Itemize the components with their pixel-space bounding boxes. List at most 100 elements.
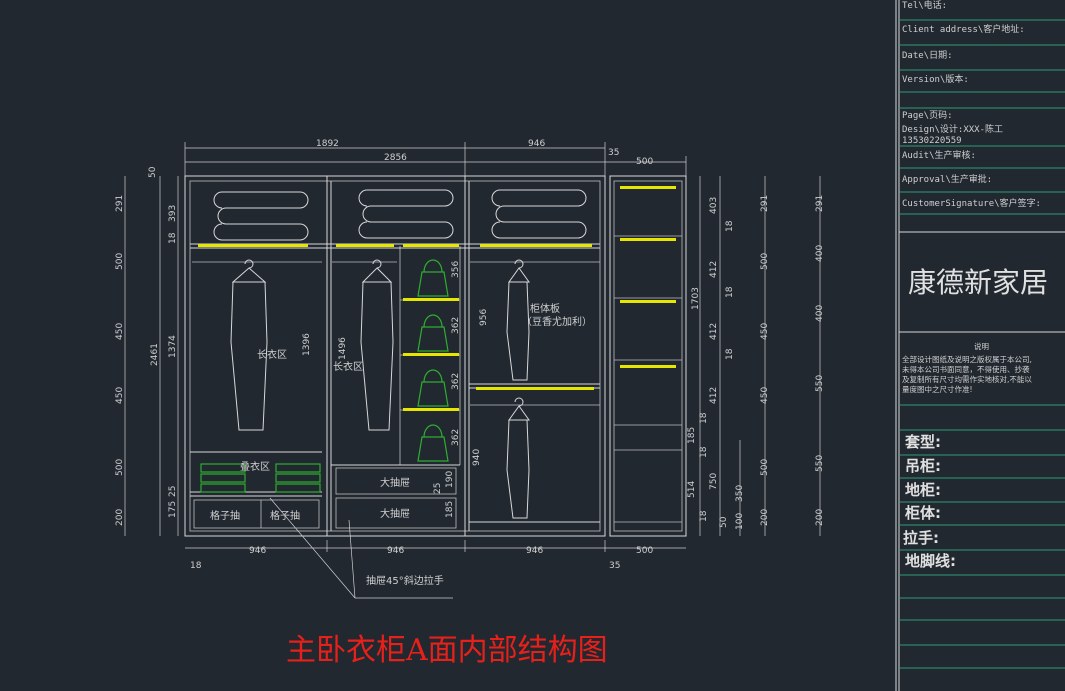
svg-text:362: 362 bbox=[451, 373, 461, 390]
tb-signature: CustomerSignature\客户签字: bbox=[902, 197, 1041, 209]
svg-text:25: 25 bbox=[433, 483, 443, 494]
tb-brand: 康德新家居 bbox=[908, 266, 1048, 299]
svg-text:25: 25 bbox=[168, 486, 178, 497]
svg-text:940: 940 bbox=[472, 449, 482, 466]
svg-text:956: 956 bbox=[479, 309, 489, 326]
tb-approval: Approval\生产审批: bbox=[902, 173, 992, 185]
folded-blankets bbox=[213, 189, 587, 241]
left-inner-dims: 393 18 1374 25 175 2461 bbox=[150, 205, 178, 518]
svg-text:500: 500 bbox=[115, 459, 125, 476]
svg-text:350: 350 bbox=[735, 485, 745, 502]
hanging-coats bbox=[230, 259, 530, 519]
svg-text:412: 412 bbox=[709, 323, 719, 340]
right-outer-dims-a: 291 500 450 450 500 200 bbox=[760, 195, 770, 526]
tb-date: Date\日期: bbox=[902, 50, 953, 61]
title-block bbox=[895, 0, 1065, 691]
tb-phone: 13530220559 bbox=[902, 136, 962, 146]
tb-field-wall-cabinet: 吊柜: bbox=[905, 457, 941, 475]
svg-text:412: 412 bbox=[709, 261, 719, 278]
svg-text:18: 18 bbox=[725, 220, 735, 232]
left-outer-dims: 50 291 500 450 450 500 200 bbox=[115, 166, 158, 526]
svg-text:1374: 1374 bbox=[168, 335, 178, 358]
svg-text:291: 291 bbox=[760, 195, 770, 212]
tb-design: Design\设计:XXX-陈工 bbox=[902, 123, 1003, 135]
svg-text:1496: 1496 bbox=[338, 337, 348, 360]
dim-500-top: 500 bbox=[636, 157, 653, 167]
svg-text:200: 200 bbox=[115, 509, 125, 526]
svg-text:2461: 2461 bbox=[150, 343, 160, 366]
svg-text:362: 362 bbox=[451, 317, 461, 334]
right-dims: 403 18 412 18 412 18 412 18 185 18 514 7… bbox=[687, 197, 745, 530]
svg-text:200: 200 bbox=[760, 509, 770, 526]
svg-text:18: 18 bbox=[699, 510, 709, 522]
svg-text:18: 18 bbox=[699, 412, 709, 424]
label-big-drawer-2: 大抽屉 bbox=[380, 507, 410, 520]
svg-text:400: 400 bbox=[815, 245, 825, 262]
svg-text:18: 18 bbox=[725, 348, 735, 360]
svg-text:400: 400 bbox=[815, 305, 825, 322]
dimension-lines bbox=[124, 142, 821, 599]
svg-text:750: 750 bbox=[709, 473, 719, 490]
tb-field-skirting: 地脚线: bbox=[905, 552, 956, 570]
tb-version: Version\版本: bbox=[902, 73, 969, 85]
svg-text:200: 200 bbox=[815, 509, 825, 526]
svg-text:100: 100 bbox=[735, 513, 745, 530]
tb-audit: Audit\生产审核: bbox=[902, 149, 976, 161]
tb-field-type: 套型: bbox=[904, 433, 941, 451]
svg-text:1703: 1703 bbox=[691, 287, 701, 310]
svg-text:18: 18 bbox=[725, 286, 735, 298]
svg-text:550: 550 bbox=[815, 375, 825, 392]
label-long-coat-1: 长衣区 bbox=[257, 348, 287, 361]
tb-note-line-3: 及复制所有尺寸均需作实地核对,不能以 bbox=[902, 374, 1032, 384]
svg-text:450: 450 bbox=[760, 323, 770, 340]
inner-dims: 1396 1496 956 940 356 362 362 362 190 18… bbox=[302, 261, 489, 518]
drawing-title: 主卧衣柜A面内部结构图 bbox=[286, 633, 608, 668]
svg-text:393: 393 bbox=[168, 205, 178, 222]
svg-text:362: 362 bbox=[451, 429, 461, 446]
svg-text:450: 450 bbox=[115, 323, 125, 340]
label-grid-drawer-2: 格子抽 bbox=[270, 509, 300, 522]
tb-page: Page\页码: bbox=[902, 110, 953, 121]
svg-text:450: 450 bbox=[760, 387, 770, 404]
wardrobe-outline bbox=[184, 175, 606, 537]
svg-text:550: 550 bbox=[815, 455, 825, 472]
tb-note-line-4: 量度图中之尺寸作准! bbox=[902, 384, 973, 394]
svg-text:450: 450 bbox=[115, 387, 125, 404]
svg-text:185: 185 bbox=[445, 501, 455, 518]
label-big-drawer-1: 大抽屉 bbox=[380, 476, 410, 489]
side-cabinet-outline bbox=[609, 175, 687, 537]
svg-text:50: 50 bbox=[148, 166, 158, 178]
dim-946-b3: 946 bbox=[526, 546, 543, 556]
label-fold-area: 叠衣区 bbox=[240, 460, 270, 473]
svg-text:190: 190 bbox=[445, 471, 455, 488]
dim-946-b1: 946 bbox=[249, 546, 266, 556]
dim-2856: 2856 bbox=[384, 153, 407, 163]
dim-1892: 1892 bbox=[316, 139, 339, 149]
dim-946-b2: 946 bbox=[387, 546, 404, 556]
tb-note-line-1: 全部设计图纸及说明之版权属于本公司, bbox=[902, 354, 1032, 364]
svg-text:291: 291 bbox=[815, 195, 825, 212]
svg-text:18: 18 bbox=[168, 232, 178, 244]
tb-field-handle: 拉手: bbox=[903, 529, 939, 547]
tb-tel: Tel\电话: bbox=[902, 0, 947, 11]
svg-text:50: 50 bbox=[719, 516, 729, 528]
dim-35-top: 35 bbox=[608, 148, 619, 158]
svg-text:412: 412 bbox=[709, 387, 719, 404]
svg-text:1396: 1396 bbox=[302, 333, 312, 356]
label-board-note-2: （豆香尤加利） bbox=[522, 315, 592, 328]
svg-text:514: 514 bbox=[687, 481, 697, 498]
svg-text:291: 291 bbox=[115, 195, 125, 212]
label-long-coat-2: 长衣区 bbox=[333, 360, 363, 373]
svg-text:175: 175 bbox=[168, 501, 178, 518]
svg-text:500: 500 bbox=[760, 459, 770, 476]
right-outer-dims-b: 291 400 400 550 550 200 bbox=[815, 195, 825, 526]
svg-text:403: 403 bbox=[709, 197, 719, 214]
svg-text:500: 500 bbox=[760, 253, 770, 270]
tb-field-base-cabinet: 地柜: bbox=[905, 481, 941, 499]
handbags bbox=[200, 259, 449, 493]
svg-text:500: 500 bbox=[115, 253, 125, 270]
tb-note-title: 说明 bbox=[974, 341, 989, 351]
label-board-note-1: 柜体板 bbox=[530, 302, 560, 315]
label-grid-drawer-1: 格子抽 bbox=[210, 509, 240, 522]
